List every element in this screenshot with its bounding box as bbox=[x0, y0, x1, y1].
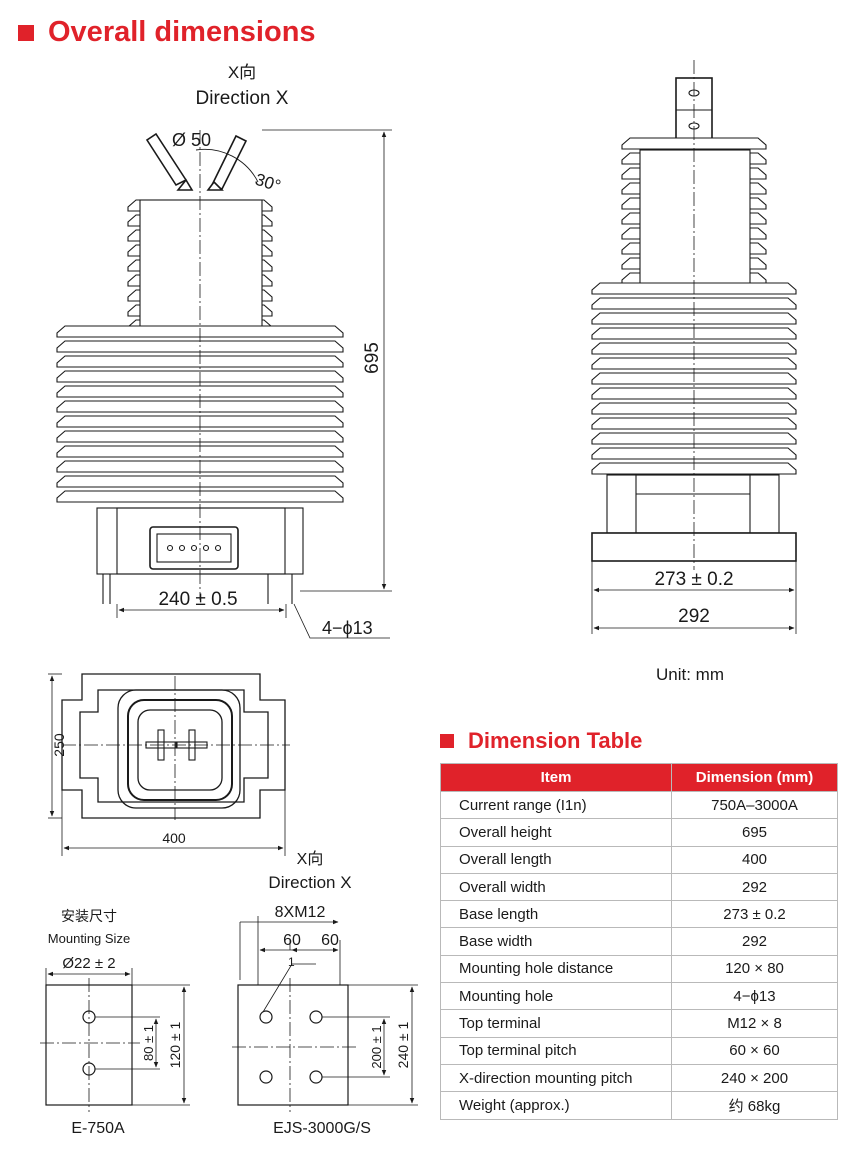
table-cell-item: Current range (I1n) bbox=[440, 790, 672, 820]
top-width-label: 400 bbox=[162, 830, 186, 846]
front-dir-en: Direction X bbox=[196, 88, 289, 109]
front-holes-label: 4−ϕ13 bbox=[322, 618, 373, 638]
ejs-inner-label: 200 ± 1 bbox=[369, 1025, 384, 1068]
ejs-pitch-a: 60 bbox=[283, 932, 301, 949]
table-cell-value: 400 bbox=[671, 845, 838, 874]
table-cell-item: Overall height bbox=[440, 818, 672, 847]
e750-name: E-750A bbox=[71, 1120, 125, 1137]
table-header-row: Item Dimension (mm) bbox=[440, 763, 838, 792]
mount-title-cn: 安装尺寸 bbox=[61, 908, 117, 924]
red-square-icon bbox=[440, 734, 454, 748]
lower-shed bbox=[56, 475, 344, 488]
top-view bbox=[48, 673, 290, 856]
dimension-table-heading: Dimension Table bbox=[440, 728, 642, 754]
table-cell-item: Overall length bbox=[440, 845, 672, 874]
table-cell-value: 292 bbox=[671, 872, 838, 902]
table-cell-item: Base width bbox=[440, 927, 672, 956]
dimension-table: Item Dimension (mm) Current range (I1n)7… bbox=[440, 763, 838, 1120]
mount-dir-cn: X向 bbox=[297, 850, 324, 868]
front-angle-label: 30° bbox=[253, 170, 283, 196]
table-cell-item: Base length bbox=[440, 900, 672, 929]
red-square-icon bbox=[18, 24, 34, 41]
front-height-label: 695 bbox=[362, 342, 383, 374]
table-header-dimension: Dimension (mm) bbox=[671, 763, 838, 792]
table-cell-value: 292 bbox=[671, 927, 838, 956]
table-cell-item: Overall width bbox=[440, 872, 672, 902]
table-cell-item: Mounting hole bbox=[440, 982, 672, 1011]
ejs-outer-label: 240 ± 1 bbox=[395, 1021, 411, 1068]
front-dir-cn: X向 bbox=[228, 63, 256, 82]
ejs-name: EJS-3000G/S bbox=[273, 1120, 371, 1137]
ejs-callout: 1 bbox=[288, 955, 295, 969]
table-cell-item: Mounting hole distance bbox=[440, 954, 672, 984]
lower-shed bbox=[56, 385, 344, 398]
side-inner-label: 273 ± 0.2 bbox=[654, 569, 733, 590]
lower-shed bbox=[56, 490, 344, 503]
table-cell-value: 约 68kg bbox=[671, 1091, 838, 1120]
e750-inner-label: 80 ± 1 bbox=[141, 1025, 156, 1061]
e750a-mounting bbox=[40, 968, 190, 1112]
lower-shed bbox=[56, 430, 344, 443]
table-cell-value: 4−ϕ13 bbox=[671, 982, 838, 1011]
table-row: Current range (I1n)750A–3000A bbox=[440, 790, 838, 820]
unit-label: Unit: mm bbox=[656, 665, 724, 684]
ejs-pitch-b: 60 bbox=[321, 932, 339, 949]
table-cell-item: Weight (approx.) bbox=[440, 1091, 672, 1120]
table-header-item: Item bbox=[440, 763, 672, 792]
table-cell-value: 120 × 80 bbox=[671, 954, 838, 984]
dimension-table-title: Dimension Table bbox=[468, 728, 643, 753]
e750-outer-label: 120 ± 1 bbox=[167, 1021, 183, 1068]
table-cell-value: 240 × 200 bbox=[671, 1063, 838, 1093]
table-cell-item: X-direction mounting pitch bbox=[440, 1063, 672, 1093]
table-body: Current range (I1n)750A–3000A Overall he… bbox=[440, 790, 838, 1120]
side-lower-shed bbox=[591, 312, 797, 325]
table-cell-value: 60 × 60 bbox=[671, 1036, 838, 1065]
overall-dimensions-heading: Overall dimensions bbox=[18, 16, 316, 49]
side-view bbox=[591, 60, 797, 634]
ejs-mounting bbox=[232, 916, 418, 1112]
table-cell-item: Top terminal pitch bbox=[440, 1036, 672, 1065]
overall-dimensions-title: Overall dimensions bbox=[48, 16, 316, 48]
front-base-label: 240 ± 0.5 bbox=[158, 589, 237, 610]
table-cell-value: 273 ± 0.2 bbox=[671, 900, 838, 929]
side-outer-label: 292 bbox=[678, 606, 710, 627]
mount-dir-en: Direction X bbox=[268, 873, 351, 892]
mount-title-en: Mounting Size bbox=[48, 931, 130, 946]
table-cell-item: Top terminal bbox=[440, 1009, 672, 1038]
front-phi-label: Ø 50 bbox=[172, 130, 211, 150]
e750-phi-label: Ø22 ± 2 bbox=[62, 955, 115, 972]
ejs-thread-label: 8XM12 bbox=[275, 904, 326, 921]
table-cell-value: 695 bbox=[671, 818, 838, 847]
table-cell-value: 750A–3000A bbox=[671, 790, 838, 820]
table-cell-value: M12 × 8 bbox=[671, 1009, 838, 1038]
side-lower-shed bbox=[591, 447, 797, 460]
table-row: Weight (approx.)约 68kg bbox=[440, 1091, 838, 1120]
top-height-label: 250 bbox=[51, 733, 67, 757]
front-view bbox=[56, 129, 392, 639]
